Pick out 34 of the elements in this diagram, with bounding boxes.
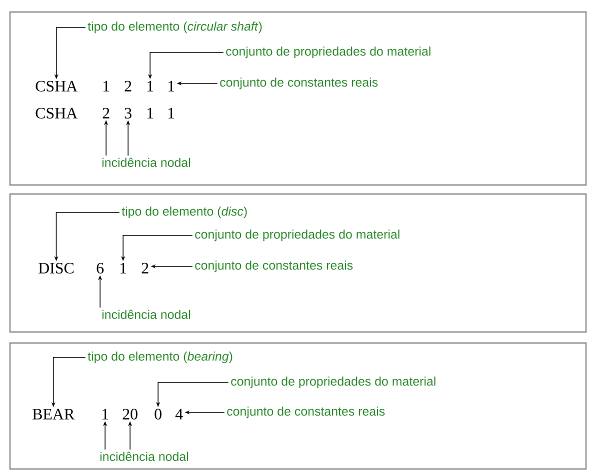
annotation-text: conjunto de constantes reais: [227, 406, 385, 418]
annotation-text: incidência nodal: [102, 310, 190, 319]
code-token: CSHA: [36, 108, 78, 119]
annotation-text: conjunto de propriedades do material: [226, 46, 430, 58]
annotation-text: tipo do elemento (circular shaft): [88, 22, 262, 34]
annotation-text: conjunto de constantes reais: [195, 260, 353, 272]
code-token: 1: [102, 408, 108, 420]
code-token: 2: [124, 80, 132, 92]
code-token: BEAR: [32, 408, 75, 420]
code-token: 1: [168, 108, 174, 118]
code-token: 6: [96, 262, 104, 274]
code-token: 2: [102, 108, 110, 118]
code-token: DISC: [38, 262, 74, 274]
annotation-text: incidência nodal: [102, 158, 190, 167]
code-token: 1: [168, 80, 174, 92]
annotation-text: tipo do elemento (bearing): [88, 352, 232, 364]
annotation-text: conjunto de propriedades do material: [231, 376, 436, 388]
code-token: 1: [104, 80, 110, 92]
code-token: 20: [122, 408, 138, 420]
annotation-text: conjunto de propriedades do material: [195, 230, 400, 242]
code-token: 3: [124, 108, 132, 119]
code-token: CSHA: [36, 80, 78, 92]
code-token: 1: [120, 262, 126, 274]
code-token: 1: [148, 108, 154, 118]
panel-box: [9, 11, 587, 186]
code-token: 4: [175, 408, 183, 420]
panel-box: [9, 193, 587, 333]
code-token: 2: [142, 262, 148, 274]
annotation-text: tipo do elemento (disc): [122, 206, 247, 218]
annotation-text: conjunto de constantes reais: [220, 78, 378, 90]
code-token: 0: [154, 408, 162, 420]
panel-box: [9, 342, 587, 470]
annotation-text: incidência nodal: [100, 452, 188, 461]
code-token: 1: [148, 80, 154, 92]
